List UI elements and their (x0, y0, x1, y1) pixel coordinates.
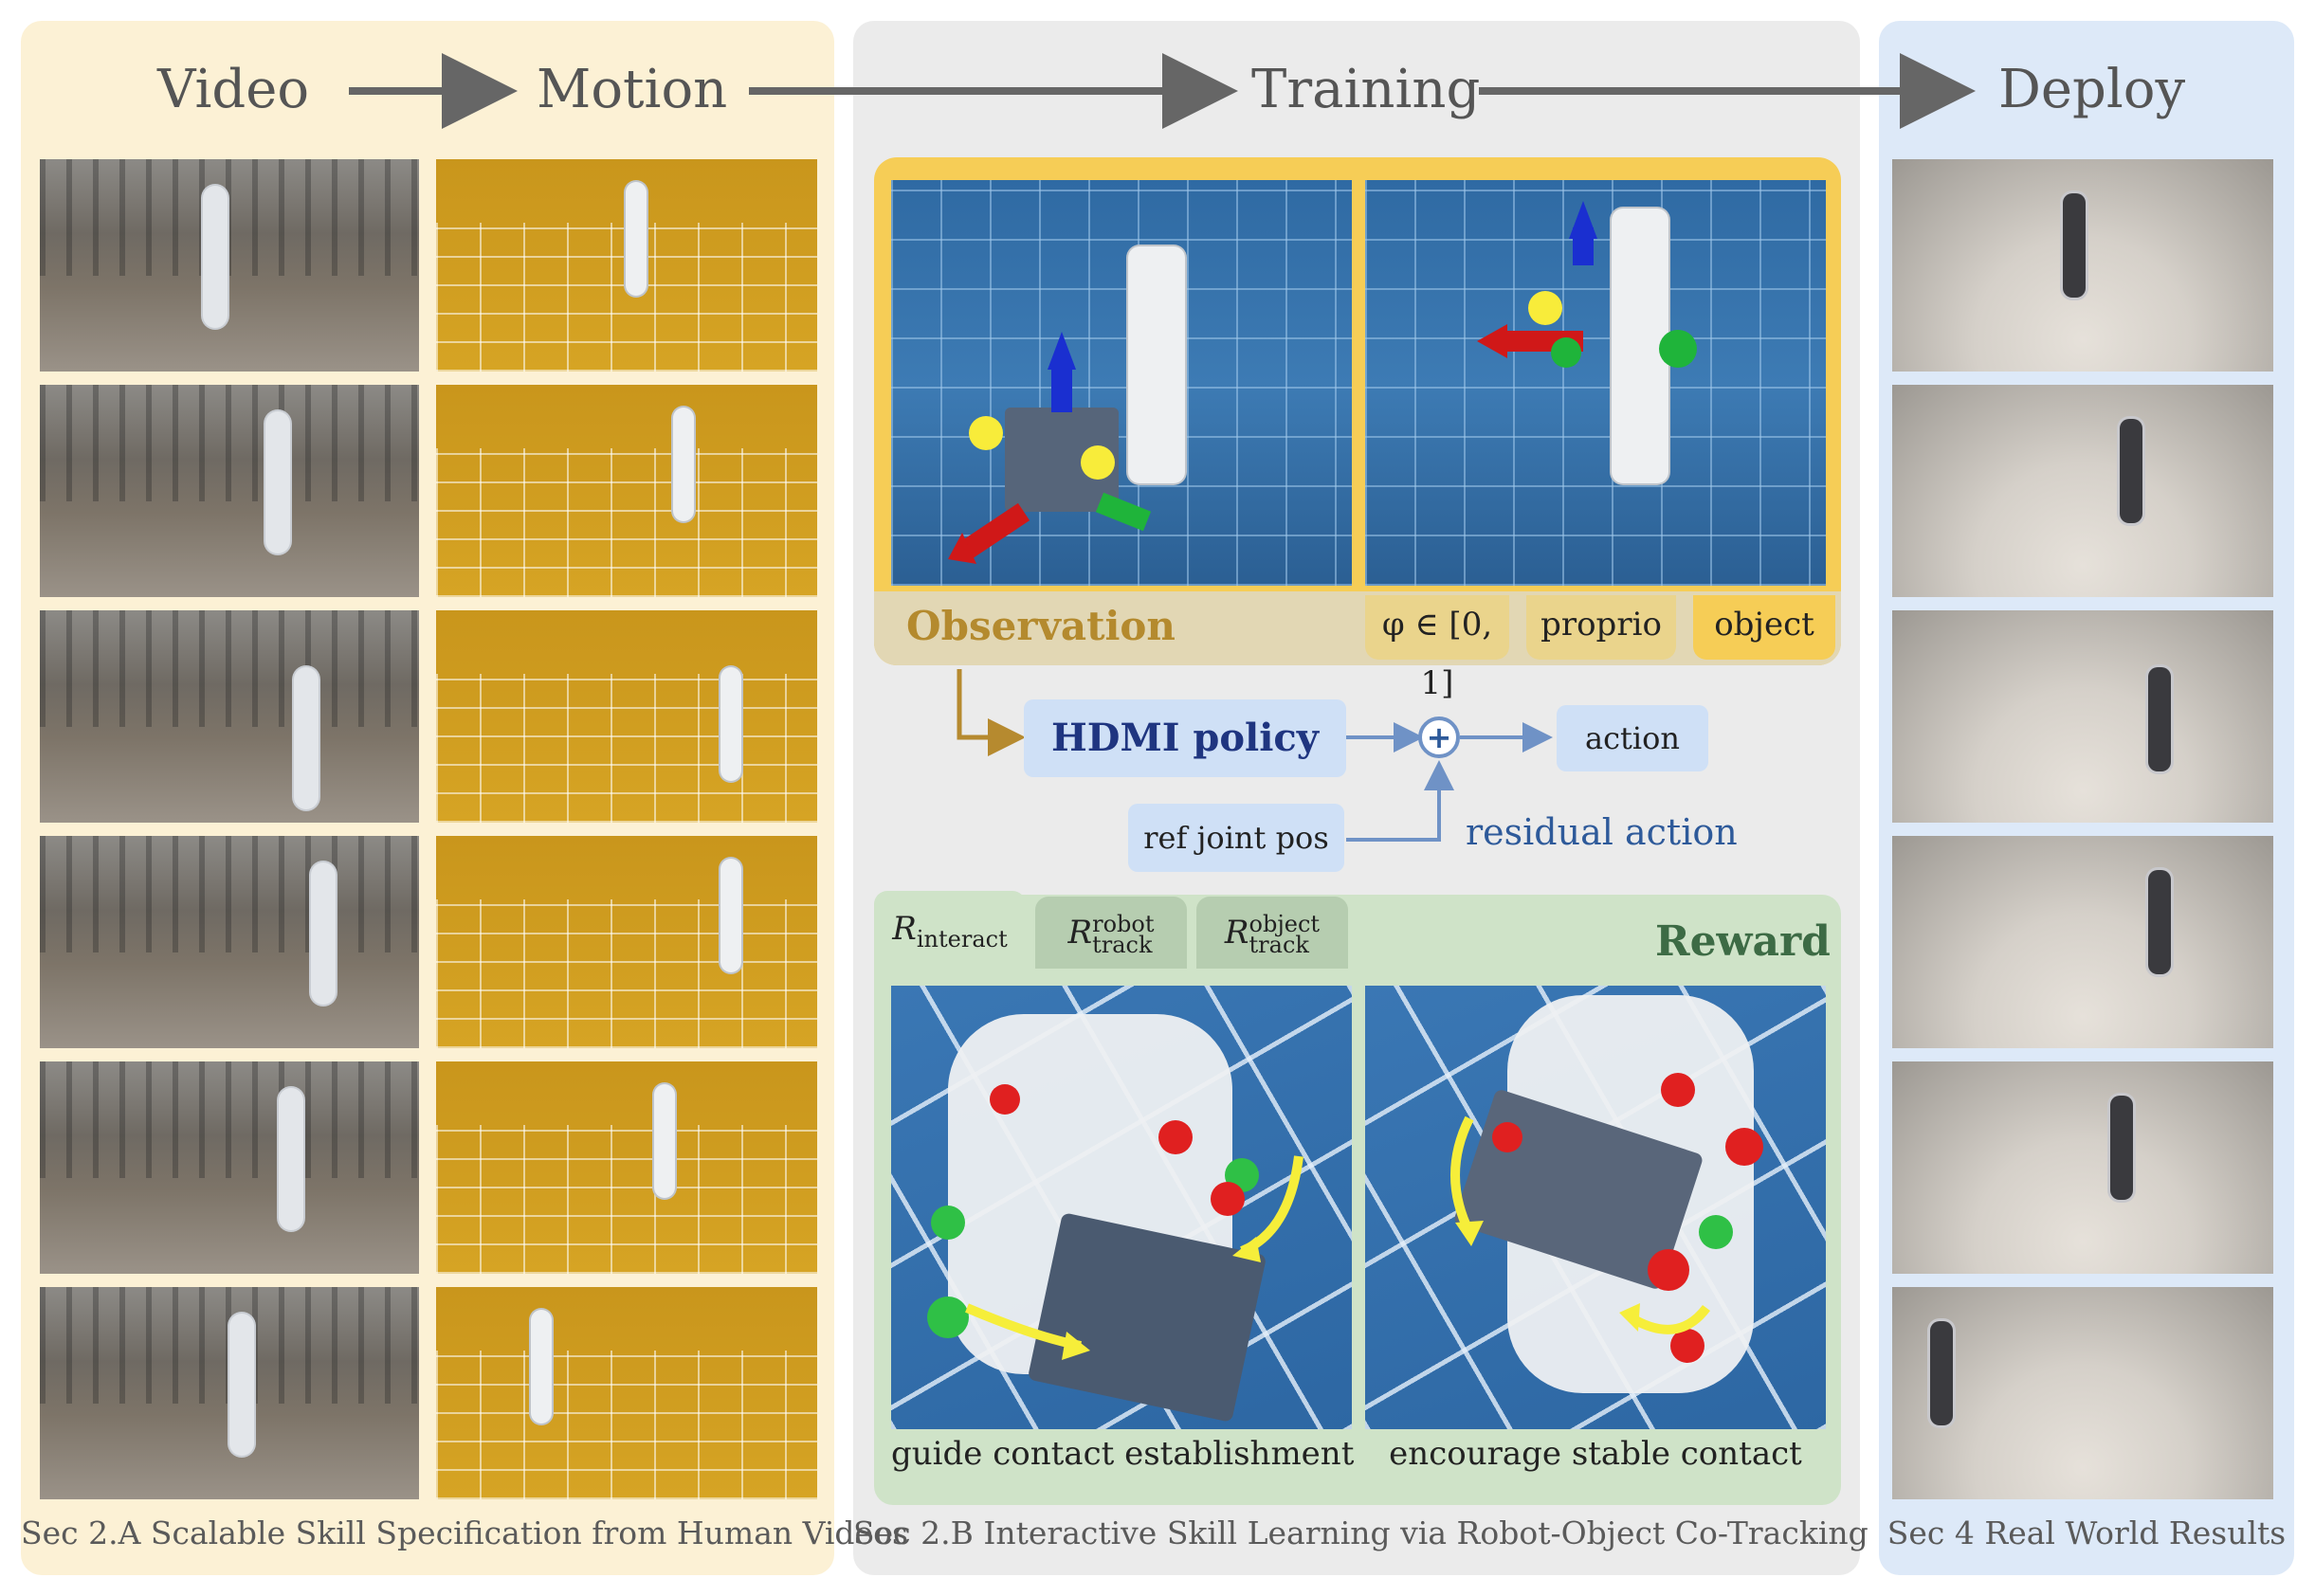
deploy-frame (1892, 610, 2273, 823)
human-figure (279, 1088, 303, 1230)
caption-real-world-results: Sec 4 Real World Results (1887, 1514, 2287, 1551)
residual-action-label: residual action (1466, 811, 1738, 853)
deploy-frame (1892, 1061, 2273, 1274)
axis-arrows (948, 332, 1152, 564)
caption-interactive-skill-learning: Sec 2.B Interactive Skill Learning via R… (853, 1514, 1868, 1551)
contact-markers (927, 1084, 1303, 1360)
reward-left-caption: guide contact establishment (891, 1435, 1355, 1473)
retargeted-robot (626, 182, 647, 296)
motion-frame (436, 159, 817, 372)
motion-frame (436, 610, 817, 823)
contact-markers (1450, 1073, 1763, 1363)
motion-frame (436, 385, 817, 597)
retargeted-robot (531, 1310, 552, 1424)
reward-title: Reward (1655, 917, 1831, 966)
deploy-frame (1892, 159, 2273, 372)
human-figure (265, 411, 290, 553)
reward-view-contact-establishment (891, 986, 1352, 1429)
motion-frame (436, 1061, 817, 1274)
sim-robot (1128, 246, 1185, 483)
video-frame (40, 385, 419, 597)
sim-view-robot-approach (891, 180, 1352, 586)
video-frame (40, 836, 419, 1048)
header-deploy: Deploy (1998, 59, 2186, 120)
human-figure (229, 1314, 254, 1456)
reward-view-stable-contact (1365, 986, 1826, 1429)
reward-tab-interact[interactable]: Rinteract (874, 891, 1026, 967)
real-robot (1930, 1321, 1953, 1425)
retargeted-robot (720, 667, 741, 781)
observation-label: Observation (906, 603, 1176, 649)
sim-view-robot-carry (1365, 180, 1826, 586)
deploy-frame (1892, 385, 2273, 597)
observation-tab-proprio: proprio (1526, 595, 1676, 660)
axis-arrows (1477, 201, 1697, 368)
arrow-ref-to-sum (1346, 760, 1454, 842)
video-frame (40, 610, 419, 823)
ref-joint-pos-box: ref joint pos (1128, 804, 1344, 872)
human-figure (294, 667, 319, 809)
video-frame (40, 1061, 419, 1274)
video-frame (40, 1287, 419, 1499)
sim-robot (1612, 209, 1668, 483)
action-label: action (1585, 720, 1680, 756)
observation-tab-object: object (1693, 595, 1835, 660)
motion-frame (436, 836, 817, 1048)
header-training: Training (1251, 59, 1481, 120)
retargeted-robot (673, 408, 694, 521)
caption-skill-specification: Sec 2.A Scalable Skill Specification fro… (21, 1514, 908, 1551)
retargeted-robot (654, 1084, 675, 1198)
reward-right-caption: encourage stable contact (1389, 1435, 1802, 1473)
arrow-observation-to-policy (957, 669, 1026, 756)
action-box: action (1557, 705, 1708, 771)
plus-icon: + (1427, 719, 1452, 755)
real-robot (2148, 667, 2171, 771)
policy-label: HDMI policy (1050, 716, 1320, 760)
ref-joint-pos-label: ref joint pos (1143, 820, 1329, 856)
human-figure (203, 186, 228, 328)
deploy-frame (1892, 1287, 2273, 1499)
retargeted-robot (720, 859, 741, 972)
real-robot (2063, 193, 2086, 298)
real-robot (2110, 1096, 2133, 1200)
observation-tab-phase: φ ∈ [0, 1] (1365, 595, 1509, 702)
header-video: Video (157, 59, 310, 120)
sum-node (1418, 716, 1460, 758)
motion-frame (436, 1287, 817, 1499)
real-robot (2148, 870, 2171, 974)
observation-band (874, 591, 1841, 665)
deploy-frame (1892, 836, 2273, 1048)
real-robot (2120, 419, 2142, 523)
header-motion: Motion (537, 59, 728, 120)
policy-box: HDMI policy (1024, 699, 1346, 777)
video-frame (40, 159, 419, 372)
policy-flow-arrows: + (957, 669, 1553, 842)
human-figure (311, 862, 336, 1005)
flow-arrows (349, 53, 1976, 129)
